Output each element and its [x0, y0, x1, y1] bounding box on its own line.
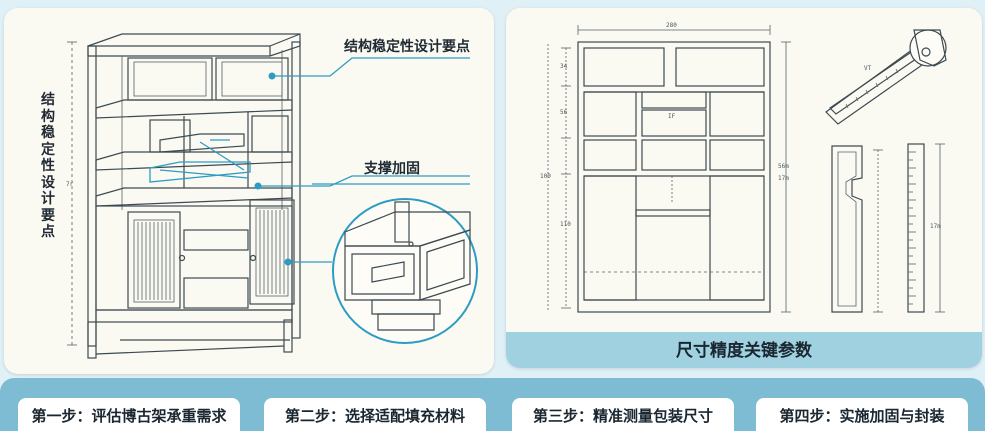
height-label: 7r — [66, 181, 74, 188]
top-width-dimension: 280 — [577, 22, 771, 35]
ruler-icon: 17m — [907, 143, 945, 313]
dimension-title: 尺寸精度关键参数 — [676, 341, 812, 361]
step-3: 第三步：精准测量包装尺寸 — [512, 398, 734, 431]
dim-row1: 34 — [560, 63, 568, 70]
ruler-label: 17m — [930, 223, 941, 230]
dimension-title-band — [506, 332, 982, 368]
height-dimension: 7r — [66, 41, 77, 346]
step-2: 第二步：选择适配填充材料 — [264, 398, 486, 431]
step-1: 第一步：评估博古架承重需求 — [18, 398, 240, 431]
dim-mid: 100 — [540, 173, 551, 180]
front-elevation: IF — [577, 41, 771, 313]
callout-leaders — [254, 57, 470, 266]
detail-magnifier — [332, 198, 478, 344]
dim-right-b: 17m — [778, 175, 789, 182]
caliper-icon: VT — [825, 29, 947, 125]
dim-top-width: 280 — [666, 22, 677, 29]
vertical-title: 结构稳定性设计要点 — [41, 92, 55, 240]
dim-lower: 110 — [560, 221, 571, 228]
section-profile — [831, 145, 883, 313]
step-4: 第四步：实施加固与封装 — [756, 398, 968, 431]
shelf-frame — [87, 33, 301, 359]
dim-center: IF — [668, 113, 676, 120]
dim-row2: 56 — [560, 109, 568, 116]
left-dimensions: 34 56 100 110 — [540, 44, 571, 312]
right-height-dimension: 56m 17m — [778, 41, 791, 313]
caliper-tag: VT — [864, 65, 872, 72]
callout-structure: 结构稳定性设计要点 — [344, 39, 470, 55]
dim-right-a: 56m — [778, 163, 789, 170]
callout-bracing: 支撑加固 — [364, 161, 420, 177]
